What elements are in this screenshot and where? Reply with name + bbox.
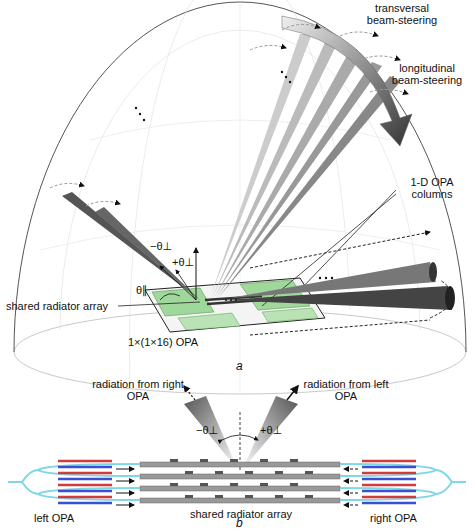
- figure-label: +θ⊥: [172, 256, 194, 268]
- figure-label: shared radiator array: [6, 300, 108, 312]
- figure-label: left OPA: [34, 512, 74, 524]
- figure-label: right OPA: [370, 512, 417, 524]
- figure-label: −θ⊥: [196, 424, 218, 436]
- figure-label: 1-D OPA columns: [396, 176, 468, 200]
- figure-label: 1×(1×16) OPA: [128, 336, 198, 348]
- figure-label: −θ⊥: [150, 240, 172, 252]
- figure-label: radiation from left OPA: [296, 378, 396, 402]
- figure-label: radiation from right OPA: [88, 378, 188, 402]
- figure-label: a: [236, 360, 243, 372]
- figure-label: +θ⊥: [260, 424, 282, 436]
- figure-label: b: [236, 517, 243, 529]
- figure-label: transversal beam-steering: [360, 2, 444, 26]
- figure-label: longitudinal beam-steering: [384, 62, 470, 86]
- figure-label: θ∥: [136, 284, 148, 296]
